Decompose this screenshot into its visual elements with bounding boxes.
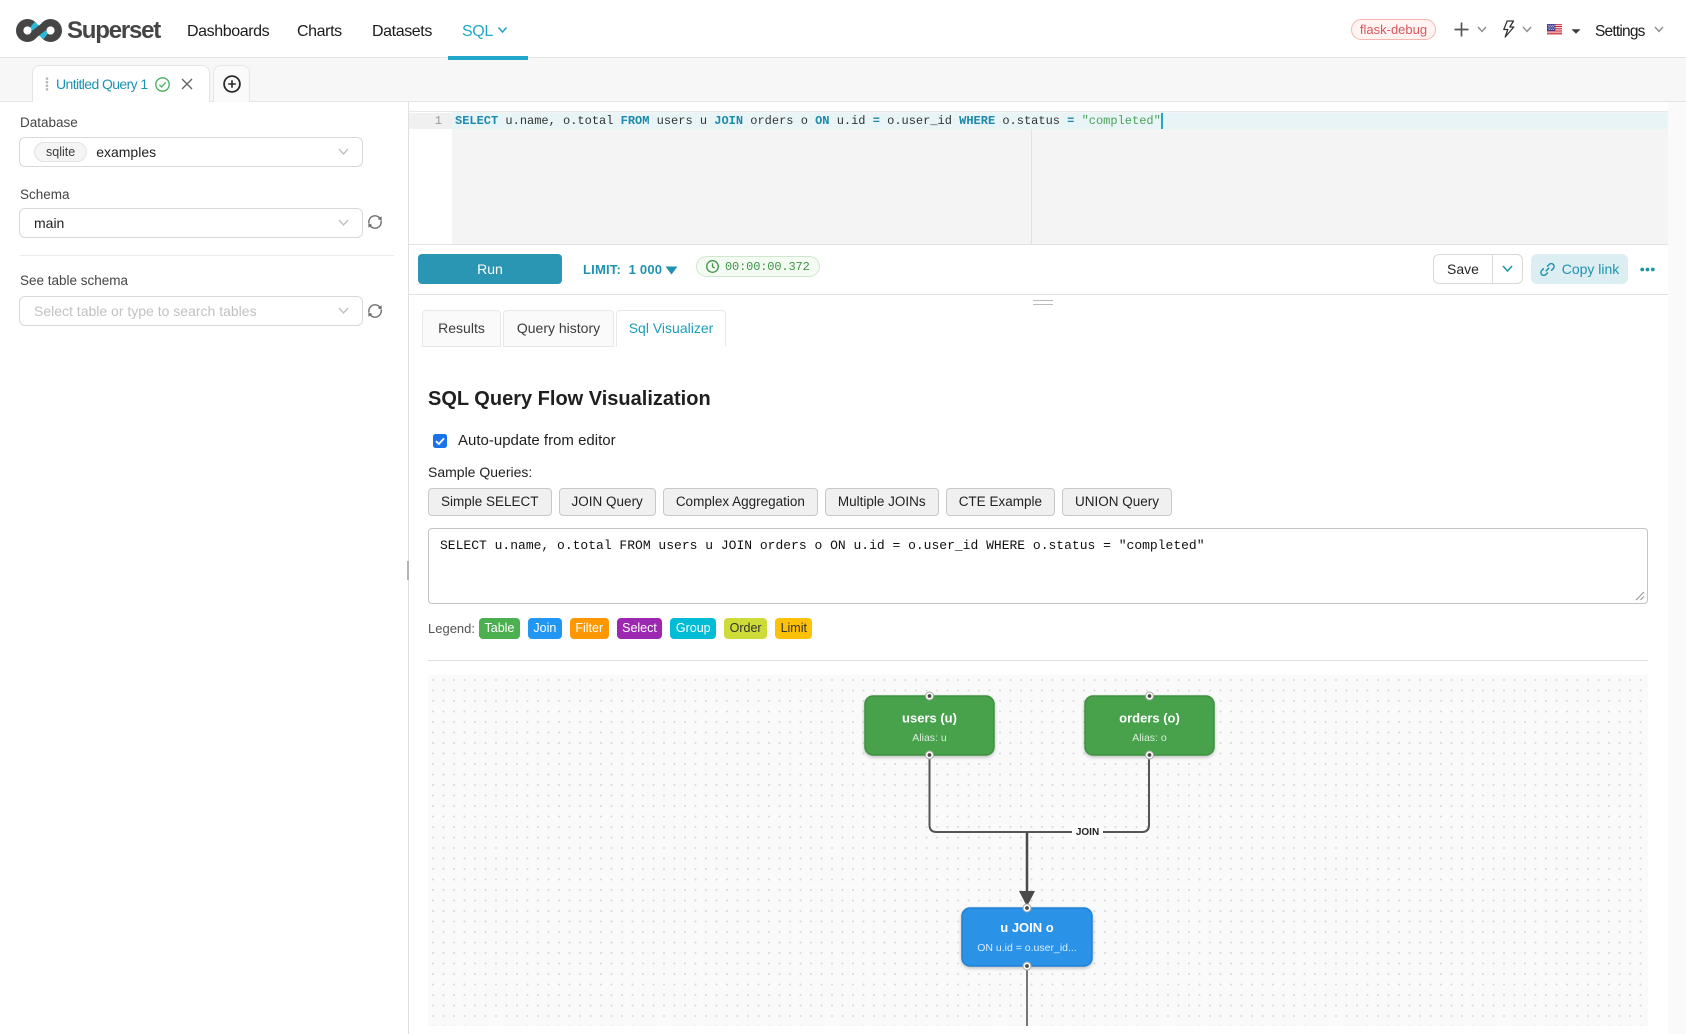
svg-text:JOIN: JOIN bbox=[1076, 827, 1099, 838]
svg-text:Alias: u: Alias: u bbox=[912, 732, 947, 744]
svg-text:ON u.id = o.user_id...: ON u.id = o.user_id... bbox=[977, 942, 1077, 954]
svg-text:u JOIN o: u JOIN o bbox=[1000, 920, 1054, 935]
svg-text:orders (o): orders (o) bbox=[1119, 711, 1180, 726]
svg-text:users (u): users (u) bbox=[902, 711, 957, 726]
svg-text:Alias: o: Alias: o bbox=[1132, 732, 1167, 744]
